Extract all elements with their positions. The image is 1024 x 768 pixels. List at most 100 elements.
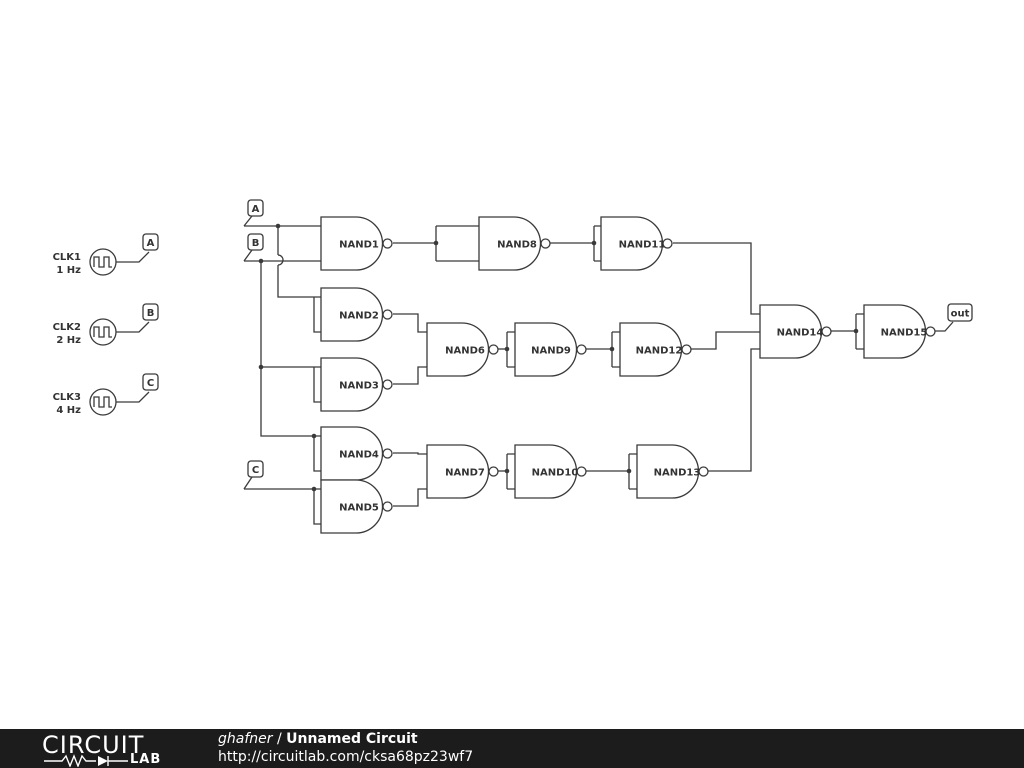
junction-dot bbox=[504, 468, 510, 474]
clock-label: CLK2 bbox=[53, 322, 81, 333]
nand-gate-body bbox=[320, 216, 384, 271]
title-separator: / bbox=[276, 731, 282, 747]
net-tag-b bbox=[247, 233, 264, 251]
net-tag-b bbox=[142, 303, 159, 321]
wire-c bbox=[313, 489, 321, 525]
net-tag-c bbox=[247, 460, 264, 478]
junctions bbox=[258, 223, 859, 492]
inverter-bubble bbox=[662, 238, 673, 249]
wire bbox=[393, 452, 427, 455]
wire bbox=[243, 476, 253, 490]
nand-gate-body bbox=[320, 479, 384, 534]
wire-a bbox=[277, 265, 321, 298]
square-wave-icon bbox=[93, 396, 112, 408]
circuit-title-line: ghafner / Unnamed Circuit bbox=[218, 731, 418, 747]
wire bbox=[393, 313, 427, 333]
nand-gate-body bbox=[320, 426, 384, 481]
inverter-bubble bbox=[540, 238, 551, 249]
circuitlab-logo[interactable]: CIRCUIT LAB bbox=[42, 731, 176, 767]
gate-label: NAND7 bbox=[445, 468, 485, 479]
wire-b bbox=[313, 367, 321, 403]
net-tag-label: A bbox=[147, 238, 155, 249]
inverter-bubble bbox=[925, 326, 936, 337]
wire bbox=[707, 348, 760, 472]
gate-label: NAND14 bbox=[777, 328, 824, 339]
square-wave-icon bbox=[93, 256, 112, 268]
nand-gate-body bbox=[426, 322, 490, 377]
inverter-bubble bbox=[382, 238, 393, 249]
inverter-bubble bbox=[576, 466, 587, 477]
nand-gate-1[interactable]: NAND1 bbox=[320, 216, 393, 271]
wire bbox=[116, 321, 150, 333]
circuit-url-link[interactable]: http://circuitlab.com/cksa68pz23wf7 bbox=[218, 749, 474, 765]
clock-frequency: 1 Hz bbox=[56, 265, 81, 276]
output-tag: out bbox=[947, 303, 973, 322]
nand-gate-body bbox=[636, 444, 700, 499]
nand-gate-body bbox=[863, 304, 927, 359]
nand-gate-11[interactable]: NAND11 bbox=[600, 216, 673, 271]
junction-dot bbox=[258, 258, 264, 264]
junction-dot bbox=[311, 433, 317, 439]
nand-gate-8[interactable]: NAND8 bbox=[478, 216, 551, 271]
gate-label: NAND15 bbox=[881, 328, 928, 339]
inverter-bubble bbox=[576, 344, 587, 355]
net-tag-label: B bbox=[147, 308, 155, 319]
nand-gate-6[interactable]: NAND6 bbox=[426, 322, 499, 377]
nand-gate-2[interactable]: NAND2 bbox=[320, 287, 393, 342]
gate-label: NAND9 bbox=[531, 346, 571, 357]
gate-label: NAND1 bbox=[339, 240, 379, 251]
nand-gate-body bbox=[514, 322, 578, 377]
wire bbox=[435, 225, 479, 262]
junction-dot bbox=[609, 346, 615, 352]
author-link[interactable]: ghafner bbox=[218, 731, 273, 747]
wire bbox=[673, 242, 760, 315]
nand-gate-3[interactable]: NAND3 bbox=[320, 357, 393, 412]
nand-gate-10[interactable]: NAND10 bbox=[514, 444, 587, 499]
clock-label: CLK3 bbox=[53, 392, 81, 403]
nand-gate-12[interactable]: NAND12 bbox=[619, 322, 692, 377]
nand-gate-7[interactable]: NAND7 bbox=[426, 444, 499, 499]
net-tag-label: C bbox=[147, 378, 154, 389]
inverter-bubble bbox=[382, 448, 393, 459]
inverter-bubble bbox=[488, 344, 499, 355]
junction-dot bbox=[275, 223, 281, 229]
junction-dot bbox=[591, 240, 597, 246]
circuit-name: Unnamed Circuit bbox=[286, 731, 418, 747]
wire-c bbox=[313, 436, 321, 472]
square-wave-icon bbox=[93, 326, 112, 338]
nand-gate-body bbox=[426, 444, 490, 499]
nand-gate-4[interactable]: NAND4 bbox=[320, 426, 393, 481]
net-tag-label: C bbox=[252, 465, 259, 476]
nand-gate-9[interactable]: NAND9 bbox=[514, 322, 587, 377]
inverter-bubble bbox=[821, 326, 832, 337]
footer-bar: CIRCUIT LAB ghafner / Unnamed Circuit ht… bbox=[0, 729, 1024, 768]
wire bbox=[690, 331, 760, 350]
gate-label: NAND6 bbox=[445, 346, 485, 357]
net-tag-c bbox=[142, 373, 159, 391]
junction-dot bbox=[311, 486, 317, 492]
clock-clk2[interactable]: CLK2 2 Hz B bbox=[53, 303, 159, 346]
logo-wordmark-bottom: LAB bbox=[130, 752, 162, 767]
nand-gate-13[interactable]: NAND13 bbox=[636, 444, 709, 499]
net-tag-label: out bbox=[951, 309, 970, 320]
net-tag-out bbox=[947, 303, 973, 322]
gate-label: NAND13 bbox=[654, 468, 701, 479]
nand-gate-15[interactable]: NAND15 bbox=[863, 304, 936, 359]
junction-dot bbox=[853, 328, 859, 334]
clock-clk1[interactable]: CLK1 1 Hz A bbox=[53, 233, 159, 276]
nand-gate-14[interactable]: NAND14 bbox=[759, 304, 832, 359]
nand-gate-body bbox=[320, 287, 384, 342]
net-tag-a bbox=[247, 199, 264, 217]
gate-label: NAND3 bbox=[339, 381, 379, 392]
gate-label: NAND4 bbox=[339, 450, 379, 461]
nand-gate-5[interactable]: NAND5 bbox=[320, 479, 393, 534]
net-tag-label: B bbox=[252, 238, 260, 249]
clock-clk3[interactable]: CLK3 4 Hz C bbox=[53, 373, 159, 416]
input-tag-a: A bbox=[243, 199, 264, 227]
wire bbox=[393, 366, 427, 385]
inverter-bubble bbox=[382, 379, 393, 390]
gate-label: NAND12 bbox=[636, 346, 683, 357]
inverter-bubble bbox=[382, 501, 393, 512]
inverter-bubble bbox=[698, 466, 709, 477]
clock-frequency: 4 Hz bbox=[56, 405, 81, 416]
